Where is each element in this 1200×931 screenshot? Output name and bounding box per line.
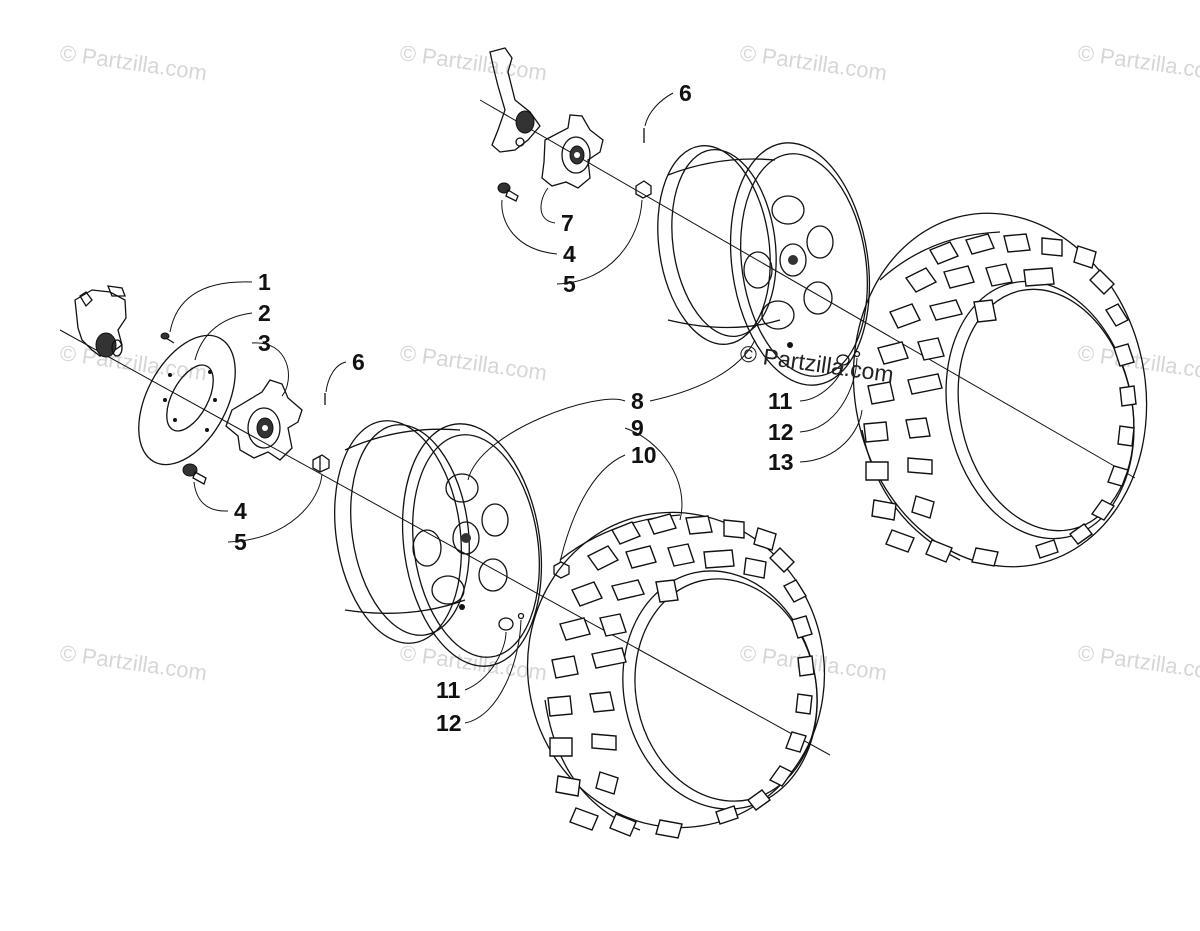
nut-right [635,180,652,199]
callout-7: 7 [561,210,574,236]
tire-right [852,212,1148,568]
wheel-rim-left [334,420,543,667]
knuckle-right [489,47,541,153]
tire-left [526,511,826,839]
callout-6: 6 [679,80,692,106]
callout-11: 11 [436,677,461,703]
bolt-1 [160,332,175,344]
callout-5: 5 [563,271,576,297]
callout-2: 2 [258,300,271,326]
callout-11: 11 [768,388,793,414]
leader-lines [169,92,863,724]
nut-left [312,454,330,473]
callout-10: 10 [631,442,657,468]
callout-4: 4 [234,498,247,524]
callout-12: 12 [768,419,794,445]
axis-line-lower [59,329,831,756]
callout-6: 6 [352,349,365,375]
callout-8: 8 [631,388,644,414]
hub-left [225,379,303,461]
callout-1: 1 [258,269,271,295]
wheel-rim-right [657,142,871,386]
callout-4: 4 [563,241,576,267]
callout-9: 9 [631,415,644,441]
callout-12: 12 [436,710,462,736]
valve-stem-left [498,612,525,631]
hub-right [541,114,604,189]
stud-bolt-left [182,463,207,485]
callout-3: 3 [258,330,271,356]
callout-5: 5 [234,529,247,555]
valve-stem-right [836,350,861,366]
knuckle-left [74,285,127,358]
stud-bolt-right [497,182,519,202]
brake-disc [138,334,236,466]
lug-nut-left [553,561,570,579]
callout-13: 13 [768,449,794,475]
